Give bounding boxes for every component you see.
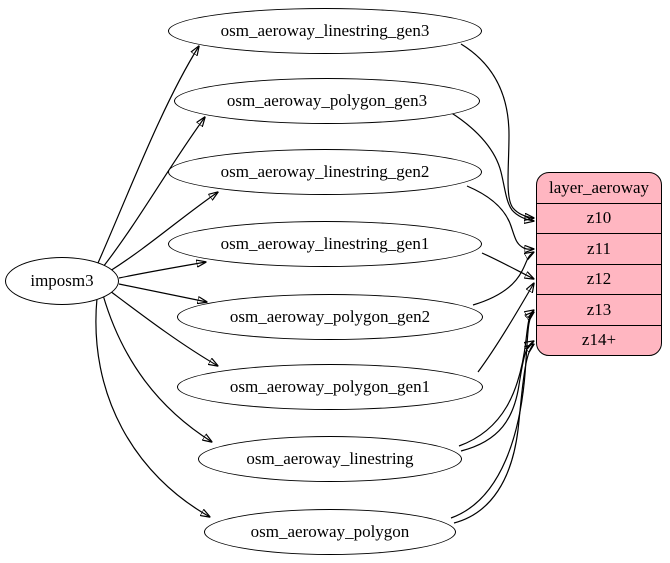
table-node-osm_aeroway_linestring_gen2[interactable]: osm_aeroway_linestring_gen2 <box>168 149 482 195</box>
layer-record-title: layer_aeroway <box>537 173 661 203</box>
layer-row-z13[interactable]: z13 <box>537 294 661 325</box>
layer-row-z10[interactable]: z10 <box>537 202 661 234</box>
edge-osm_aeroway_linestring_gen3-z10 <box>460 43 534 218</box>
edge-osm_aeroway_polygon-z13 <box>450 312 534 519</box>
table-node-osm_aeroway_polygon_gen2[interactable]: osm_aeroway_polygon_gen2 <box>177 294 483 340</box>
edge-osm_aeroway_polygon_gen2-z11 <box>472 252 534 306</box>
edge-imposm3-osm_aeroway_polygon <box>95 297 210 517</box>
layer-row-label: z13 <box>586 299 612 319</box>
layer-row-z14[interactable]: z14+ <box>537 324 661 356</box>
table-node-label: osm_aeroway_polygon_gen1 <box>229 377 431 396</box>
table-node-label: osm_aeroway_linestring_gen2 <box>220 162 430 181</box>
table-node-label: osm_aeroway_polygon_gen3 <box>226 91 428 110</box>
edge-imposm3-osm_aeroway_linestring_gen3 <box>97 46 199 264</box>
table-node-osm_aeroway_polygon_gen1[interactable]: osm_aeroway_polygon_gen1 <box>177 364 483 410</box>
table-node-label: osm_aeroway_linestring <box>246 449 414 468</box>
edge-osm_aeroway_polygon_gen3-z10 <box>449 111 534 221</box>
layer-row-z12[interactable]: z12 <box>537 263 661 295</box>
layer-row-label: z14+ <box>581 330 617 350</box>
edge-imposm3-osm_aeroway_linestring_gen2 <box>109 192 218 272</box>
edge-osm_aeroway_linestring_gen1-z12 <box>481 252 534 279</box>
edge-osm_aeroway_linestring_gen2-z11 <box>466 185 534 249</box>
edge-osm_aeroway_polygon_gen1-z12 <box>477 283 534 373</box>
table-node-osm_aeroway_linestring[interactable]: osm_aeroway_linestring <box>198 436 462 482</box>
edge-osm_aeroway_polygon-z14 <box>453 344 534 524</box>
layer-record-node[interactable]: layer_aeroway z10 z11 z12 z13 z14+ <box>536 172 662 356</box>
edge-imposm3-osm_aeroway_polygon_gen1 <box>109 290 218 366</box>
layer-row-label: z10 <box>586 208 612 228</box>
table-node-osm_aeroway_polygon_gen3[interactable]: osm_aeroway_polygon_gen3 <box>174 78 480 124</box>
layer-row-label: z11 <box>587 238 611 258</box>
layer-row-label: z12 <box>586 269 612 289</box>
edge-imposm3-osm_aeroway_linestring <box>102 294 212 442</box>
edge-imposm3-osm_aeroway_polygon_gen3 <box>102 117 205 268</box>
table-node-label: osm_aeroway_polygon_gen2 <box>229 307 431 326</box>
table-node-osm_aeroway_polygon[interactable]: osm_aeroway_polygon <box>204 509 456 555</box>
table-node-label: osm_aeroway_linestring_gen3 <box>220 21 430 40</box>
edge-imposm3-osm_aeroway_polygon_gen2 <box>118 283 207 302</box>
source-node-imposm3[interactable]: imposm3 <box>5 257 119 305</box>
source-node-label: imposm3 <box>30 271 94 290</box>
edge-imposm3-osm_aeroway_linestring_gen1 <box>118 262 206 279</box>
table-node-label: osm_aeroway_linestring_gen1 <box>220 234 430 253</box>
table-node-osm_aeroway_linestring_gen3[interactable]: osm_aeroway_linestring_gen3 <box>168 8 482 54</box>
table-node-osm_aeroway_linestring_gen1[interactable]: osm_aeroway_linestring_gen1 <box>168 221 482 267</box>
table-node-label: osm_aeroway_polygon <box>250 522 410 541</box>
layer-row-z11[interactable]: z11 <box>537 233 661 264</box>
layer-title-label: layer_aeroway <box>548 177 650 197</box>
